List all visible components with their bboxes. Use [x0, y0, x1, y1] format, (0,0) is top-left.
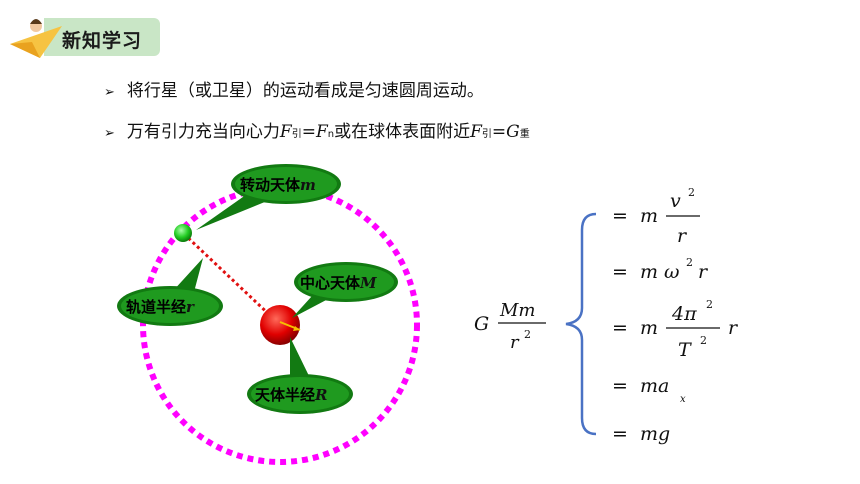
formula-row: = m v 2 r: [612, 186, 700, 247]
fraction-numerator: v: [670, 190, 681, 212]
arrow-bullet-icon: ➢: [104, 126, 115, 141]
fraction-denominator: r: [510, 332, 520, 353]
formula-row: = m 4π 2 T 2 r: [612, 298, 739, 361]
label-orbit-radius: 轨道半经r: [126, 298, 195, 316]
equals-sign: =: [301, 122, 316, 142]
label-central-body: 中心天体M: [300, 274, 377, 292]
exponent: 2: [688, 186, 695, 199]
equals-sign: =: [612, 423, 628, 445]
subscript: x: [680, 394, 686, 405]
symbol-f: F: [315, 122, 328, 142]
formula-row: = m ω 2 r: [612, 256, 709, 283]
coefficient: m: [640, 205, 658, 227]
exponent: 2: [686, 256, 693, 269]
fraction-denominator: r: [677, 225, 688, 247]
fraction-numerator: 4π: [671, 303, 697, 325]
formula-term: ma: [640, 375, 669, 397]
section-title: 新知学习: [62, 30, 143, 52]
formula-row: = ma x: [612, 375, 686, 405]
equals-sign: =: [612, 205, 628, 227]
satellite-sphere: [174, 224, 192, 242]
bullet-text-prefix: 万有引力充当向心力: [126, 122, 280, 142]
formula-row: = mg: [612, 423, 670, 445]
label-body-radius: 天体半经R: [255, 386, 327, 404]
formula-term: r: [698, 261, 709, 283]
subscript: 引: [291, 129, 302, 140]
symbol-f: F: [279, 122, 292, 142]
formula-term: m ω: [640, 261, 680, 283]
formula-term: mg: [640, 423, 670, 445]
section-tag: 新知学习: [0, 14, 160, 60]
callout-moving-body: 转动天体m: [196, 164, 341, 230]
exponent: 2: [700, 334, 707, 347]
paper-plane-icon: [10, 19, 62, 58]
callout-central-body: 中心天体M: [292, 262, 398, 318]
fraction-denominator: T: [678, 339, 692, 361]
orbit-circle: [140, 185, 420, 465]
exponent: 2: [706, 298, 713, 311]
symbol-g: G: [474, 313, 489, 335]
equals-sign: =: [491, 122, 507, 142]
arrowhead-icon: [293, 326, 300, 331]
equals-sign: =: [612, 261, 628, 283]
section-tag-background: [44, 18, 160, 56]
central-body-sphere: [260, 305, 300, 345]
formula-lhs: G Mm r 2: [474, 300, 546, 353]
subscript: 重: [519, 129, 530, 140]
formula-term: r: [728, 317, 739, 339]
label-moving-body: 转动天体m: [240, 176, 316, 194]
equals-sign: =: [612, 317, 628, 339]
symbol-g: G: [506, 122, 520, 142]
bullet-item: ➢ 将行星（或卫星）的运动看成是匀速圆周运动。: [104, 76, 484, 101]
bullet-item: ➢万有引力充当向心力F引=Fn或在球体表面附近F引=G重: [104, 117, 530, 142]
coefficient: m: [640, 317, 658, 339]
callout-body-radius: 天体半经R: [247, 337, 353, 414]
callout-orbit-radius: 轨道半经r: [117, 258, 223, 326]
fraction-numerator: Mm: [499, 300, 536, 321]
bullet-text-middle: 或在球体表面附近: [334, 122, 471, 142]
arrow-bullet-icon: ➢: [104, 85, 115, 100]
bullet-text: 将行星（或卫星）的运动看成是匀速圆周运动。: [126, 81, 484, 101]
subscript: 引: [481, 129, 492, 140]
curly-brace: [565, 212, 597, 436]
symbol-f: F: [470, 122, 482, 142]
exponent: 2: [524, 328, 531, 341]
equals-sign: =: [612, 375, 628, 397]
subscript: n: [327, 129, 335, 140]
orbit-radius-line: [182, 232, 277, 322]
